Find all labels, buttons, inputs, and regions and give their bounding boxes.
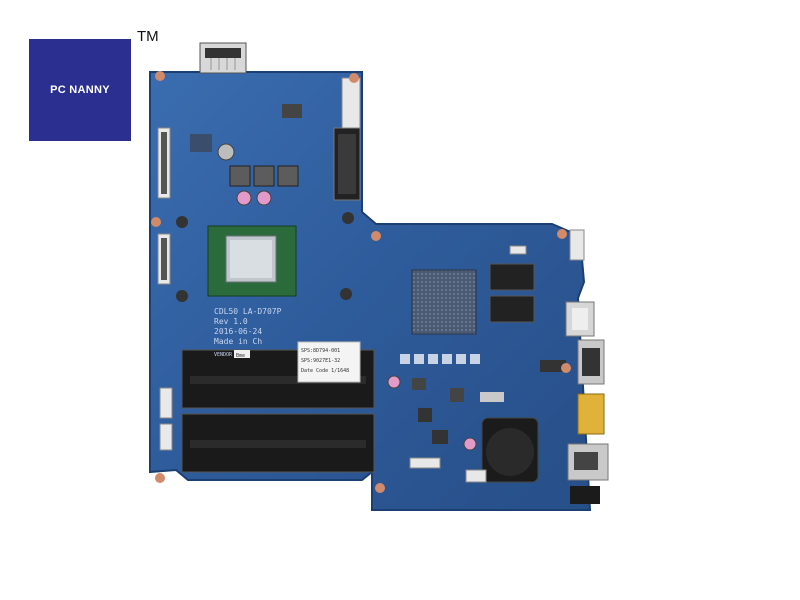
power-components: [190, 104, 302, 206]
m2-slot: [333, 77, 361, 201]
trademark-mark: TM: [137, 28, 159, 45]
board-rev: Rev 1.0: [214, 317, 248, 326]
label-sticker: SPS:8D794-001 SPS:9027E1-32 Date Code 1/…: [297, 341, 361, 383]
chipset-bga: [411, 269, 477, 335]
silkscreen-text: CDL50 LA-D707P Rev 1.0 2016-06-24 Made i…: [214, 307, 282, 359]
left-ffc-connectors: [157, 127, 173, 451]
board-model: CDL50 LA-D707P: [214, 307, 282, 316]
power-connector: [199, 42, 247, 74]
board-date: 2016-06-24: [214, 327, 262, 336]
board-vendor: VENDOR: [214, 352, 233, 358]
side-ports: [565, 229, 609, 504]
sticker-line-3: Date Code 1/1648: [301, 368, 349, 374]
cmos-battery-holder: [481, 417, 539, 483]
pc-nanny-logo: PC NANNY: [29, 39, 131, 141]
sticker-line-1: SPS:8D794-001: [301, 348, 340, 354]
memory-chips: [489, 263, 566, 372]
sticker-line-2: SPS:9027E1-32: [301, 358, 340, 364]
vendor-code: Bme: [236, 353, 245, 359]
small-components: [387, 245, 527, 483]
cpu-chip: [207, 225, 297, 297]
board-made-in: Made in Ch: [214, 337, 262, 346]
mounting-holes: [151, 71, 571, 493]
logo-text: PC NANNY: [50, 84, 110, 96]
